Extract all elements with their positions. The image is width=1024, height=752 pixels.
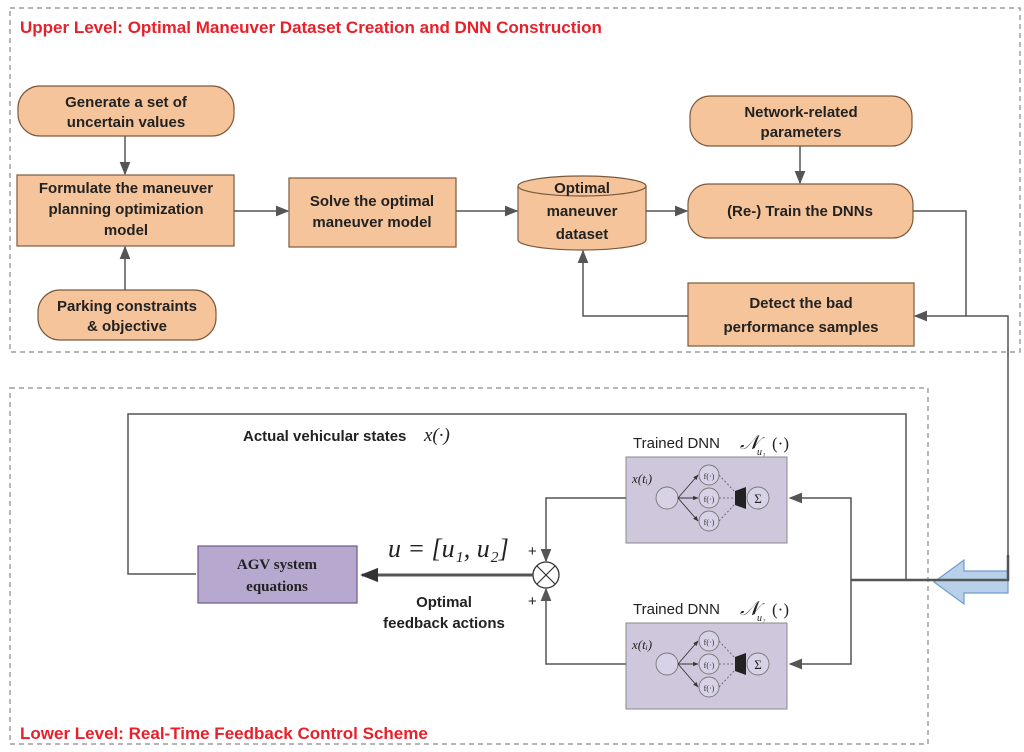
train-box-label: (Re-) Train the DNNs: [727, 203, 873, 220]
arrow-train-to-detect: [913, 210, 967, 322]
dnn1-sum-label: Σ: [754, 491, 762, 506]
generate-box-line-2: uncertain values: [67, 114, 185, 131]
u-math-label: u = [u₁, u₂]: [388, 534, 509, 563]
dnn1-box: x(tᵢ) f(·) f(·) f(·) Σ: [625, 456, 788, 544]
agv-box: [197, 545, 358, 604]
dnn1-neuron-3-label: f(·): [704, 518, 715, 527]
dnn2-neuron-2-label: f(·): [704, 661, 715, 670]
dnn2-neuron-1-label: f(·): [704, 638, 715, 647]
arrow-to-dnn1: [788, 492, 852, 580]
network-box-line-1: Network-related: [744, 104, 857, 121]
dnn1-input-label: x(tᵢ): [631, 471, 652, 486]
lower-level-border: [9, 387, 929, 745]
dataset-line-3: dataset: [556, 226, 609, 243]
big-hollow-arrow: [932, 558, 1009, 606]
formulate-box-line-3: model: [104, 222, 148, 239]
plus-sign-bottom: +: [528, 593, 537, 610]
arrow-to-dnn2: [788, 580, 852, 670]
dnn1-neuron-1-label: f(·): [704, 472, 715, 481]
network-box: [689, 95, 913, 147]
detect-box-line-2: performance samples: [723, 319, 878, 336]
optimal-feedback-line-2: feedback actions: [383, 615, 505, 632]
solve-box-line-1: Solve the optimal: [310, 193, 434, 210]
dnn2-sub: u₂: [757, 613, 766, 624]
dnn1-label: Trained DNN: [633, 435, 720, 452]
generate-box-line-1: Generate a set of: [65, 94, 188, 111]
actual-states-math: x(·): [423, 425, 450, 446]
dnn2-neuron-3-label: f(·): [704, 684, 715, 693]
generate-box: [17, 85, 235, 137]
arrow-detect-to-dataset: [577, 249, 688, 317]
arrow-dnn2-to-junction: [540, 587, 626, 665]
parking-box-line-1: Parking constraints: [57, 298, 197, 315]
dnn2-math: 𝒩: [740, 598, 765, 620]
actual-states-label: Actual vehicular states: [243, 428, 406, 445]
formulate-box: [16, 174, 235, 247]
dnn1-neuron-2-label: f(·): [704, 495, 715, 504]
agv-box-line-2: equations: [246, 579, 308, 595]
dataset-line-1: Optimal: [554, 180, 610, 197]
dnn2-box: x(tᵢ) f(·) f(·) f(·) Σ: [625, 622, 788, 710]
solve-box: [288, 177, 457, 248]
parking-box: [37, 289, 217, 341]
detect-box-line-1: Detect the bad: [749, 295, 852, 312]
arrow-dnn1-to-junction: [540, 497, 626, 563]
lower-level-title: Lower Level: Real-Time Feedback Control …: [20, 724, 428, 743]
formulate-box-line-1: Formulate the maneuver: [39, 180, 213, 197]
dnn2-arg: (·): [772, 600, 789, 619]
formulate-box-line-2: planning optimization: [49, 201, 204, 218]
dnn1-math: 𝒩: [740, 432, 765, 454]
dnn2-input-label: x(tᵢ): [631, 637, 652, 652]
dnn2-label: Trained DNN: [633, 601, 720, 618]
detect-box: [687, 282, 915, 347]
connector-upper-to-lower: [966, 315, 1009, 555]
upper-level-border: [9, 7, 1021, 353]
agv-box-line-1: AGV system: [237, 557, 318, 573]
dataset-line-2: maneuver: [547, 203, 618, 220]
optimal-feedback-line-1: Optimal: [416, 594, 472, 611]
dnn1-sub: u₁: [757, 447, 765, 458]
dnn1-arg: (·): [772, 434, 789, 453]
dnn2-sum-label: Σ: [754, 657, 762, 672]
solve-box-line-2: maneuver model: [312, 214, 431, 231]
upper-level-title: Upper Level: Optimal Maneuver Dataset Cr…: [20, 18, 602, 37]
network-box-line-2: parameters: [761, 124, 842, 141]
state-bus-line: [851, 555, 1010, 582]
plus-sign-top: +: [528, 543, 537, 560]
parking-box-line-2: & objective: [87, 318, 167, 335]
summation-junction: [532, 561, 560, 589]
